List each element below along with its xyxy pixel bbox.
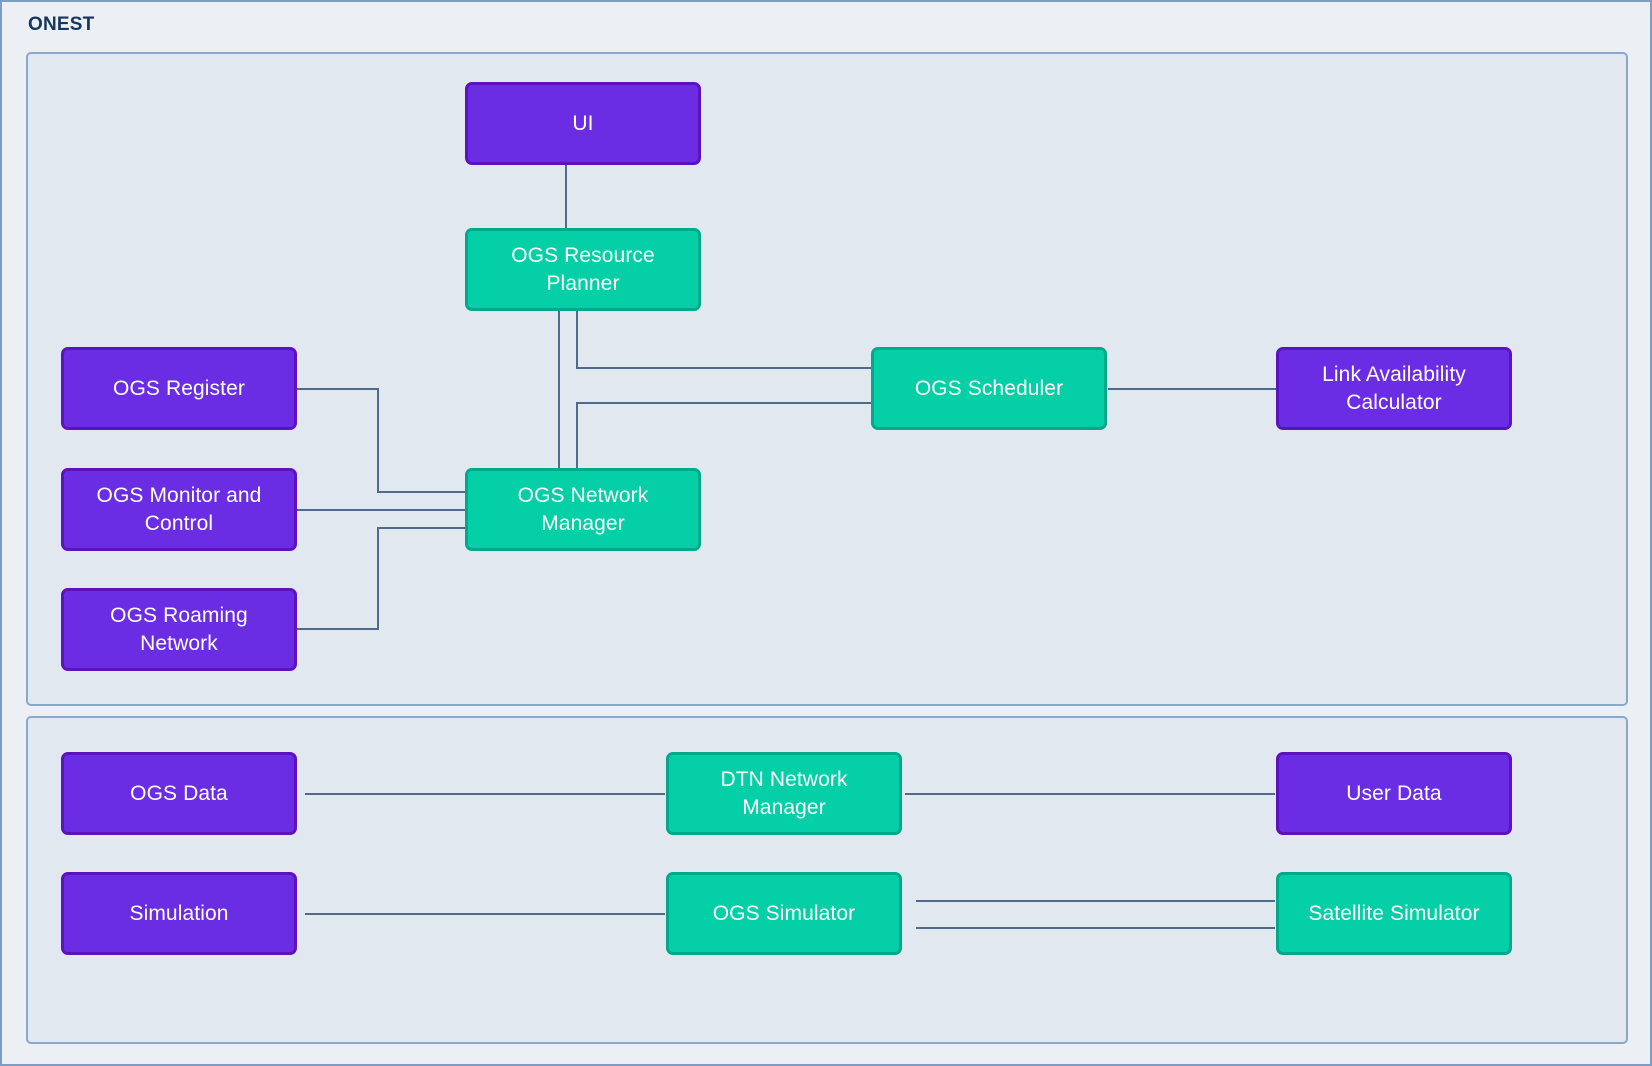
edge-ogs-resource-planner-to-ogs-scheduler-stub (576, 311, 578, 368)
node-simulation[interactable]: Simulation (61, 872, 297, 955)
node-dtn-network-manager[interactable]: DTN Network Manager (666, 752, 902, 835)
node-ogs-roaming-network[interactable]: OGS Roaming Network (61, 588, 297, 671)
edge-ogs-register-to-ogs-network-manager (377, 491, 465, 493)
node-ogs-register-label: OGS Register (113, 376, 245, 400)
node-ogs-simulator[interactable]: OGS Simulator (666, 872, 902, 955)
edge-ogs-resource-planner-to-ogs-network-manager (558, 311, 560, 468)
node-ogs-resource-planner-label: OGS Resource Planner (511, 243, 655, 295)
node-ui-label: UI (572, 111, 594, 135)
node-dtn-network-manager-label: DTN Network Manager (720, 767, 848, 819)
edge-ogs-roaming-network-out (297, 628, 379, 630)
edge-ogs-resource-planner-to-ogs-scheduler (576, 367, 872, 369)
edge-ogs-scheduler-to-ogs-network-manager-stub (576, 402, 578, 468)
node-satellite-simulator[interactable]: Satellite Simulator (1276, 872, 1512, 955)
edge-dtn-network-manager-to-user-data (905, 793, 1275, 795)
node-ogs-data-label: OGS Data (130, 781, 228, 805)
node-ogs-monitor-control-label: OGS Monitor and Control (96, 483, 262, 535)
edge-ogs-register-out (297, 388, 379, 390)
node-ogs-scheduler-label: OGS Scheduler (914, 376, 1064, 400)
edge-simulation-to-ogs-simulator (305, 913, 665, 915)
node-ogs-register[interactable]: OGS Register (61, 347, 297, 430)
node-link-availability-calculator[interactable]: Link Availability Calculator (1276, 347, 1512, 430)
node-user-data-label: User Data (1346, 781, 1442, 805)
node-ogs-data[interactable]: OGS Data (61, 752, 297, 835)
edge-ogs-roaming-network-to-ogs-network-manager (377, 527, 465, 529)
node-ogs-resource-planner[interactable]: OGS Resource Planner (465, 228, 701, 311)
edge-ogs-scheduler-to-link-availability-calculator (1108, 388, 1276, 390)
node-user-data[interactable]: User Data (1276, 752, 1512, 835)
node-satellite-simulator-label: Satellite Simulator (1308, 901, 1480, 925)
node-ogs-network-manager-label: OGS Network Manager (517, 483, 649, 535)
node-ogs-simulator-label: OGS Simulator (712, 901, 856, 925)
node-ui[interactable]: UI (465, 82, 701, 165)
node-ogs-roaming-network-label: OGS Roaming Network (110, 603, 248, 655)
node-ogs-network-manager[interactable]: OGS Network Manager (465, 468, 701, 551)
node-ogs-monitor-control[interactable]: OGS Monitor and Control (61, 468, 297, 551)
edge-ogs-monitor-control-to-ogs-network-manager (297, 509, 465, 511)
edge-ogs-data-to-dtn-network-manager (305, 793, 665, 795)
node-link-availability-calculator-label: Link Availability Calculator (1322, 362, 1466, 414)
node-simulation-label: Simulation (129, 901, 229, 925)
edge-ogs-roaming-network-bend (377, 527, 379, 629)
page-title: ONEST (28, 14, 95, 35)
edge-ogs-scheduler-to-ogs-network-manager (576, 402, 872, 404)
node-ogs-scheduler[interactable]: OGS Scheduler (871, 347, 1107, 430)
edge-ogs-register-bend (377, 388, 379, 492)
edge-ui-to-ogs-resource-planner (565, 165, 567, 228)
edge-ogs-simulator-to-satellite-simulator-lower (916, 927, 1275, 929)
edge-ogs-simulator-to-satellite-simulator-upper (916, 900, 1275, 902)
